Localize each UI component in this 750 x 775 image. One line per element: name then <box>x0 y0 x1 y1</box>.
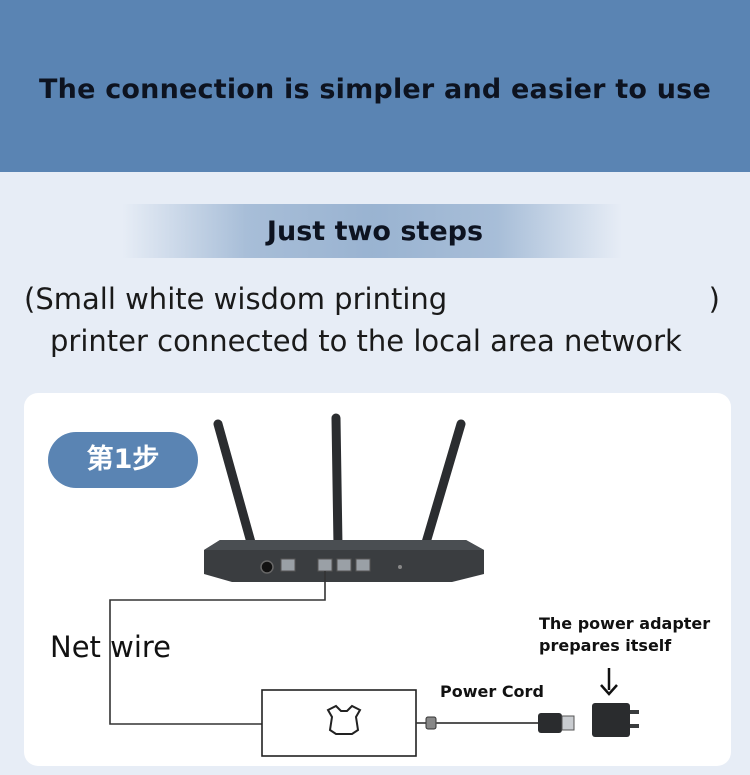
lan-port-1-icon <box>317 558 333 572</box>
steps-heading: Just two steps <box>266 216 484 247</box>
adapter-body <box>592 703 630 737</box>
description: (Small white wisdom printing ) printer c… <box>24 278 740 362</box>
header-banner <box>0 0 750 172</box>
lan-port-2-icon <box>336 558 352 572</box>
power-adapter-icon <box>592 703 639 737</box>
paren-open: ( <box>24 282 36 316</box>
network-cable <box>109 571 326 725</box>
power-jack-icon <box>260 560 274 574</box>
paren-close: ) <box>708 282 720 316</box>
usb-plug-icon <box>538 713 562 733</box>
adapter-prong-1 <box>630 710 639 714</box>
router-top <box>204 540 484 550</box>
power-adapter-label-line-1: The power adapter <box>539 614 711 633</box>
antenna-left <box>213 419 257 551</box>
cord-plug-end-icon <box>425 716 437 730</box>
description-line-1: (Small white wisdom printing ) <box>24 278 740 320</box>
power-cord-label: Power Cord <box>440 682 544 701</box>
wan-port-icon <box>280 558 296 572</box>
printer-box <box>261 689 417 757</box>
power-adapter-label: The power adapter prepares itself <box>539 613 729 657</box>
lan-port-3-icon <box>355 558 371 572</box>
router-icon <box>204 540 484 582</box>
arrow-down-icon <box>600 684 618 696</box>
step-badge: 第1步 <box>48 432 198 488</box>
net-wire-label: Net wire <box>50 630 172 664</box>
antenna-right <box>420 419 466 551</box>
description-text-1: Small white wisdom printing <box>35 282 448 316</box>
steps-heading-band <box>122 204 622 258</box>
printer-logo-icon <box>326 704 362 735</box>
page-title: The connection is simpler and easier to … <box>39 74 711 105</box>
usb-connector-icon <box>561 715 575 731</box>
adapter-prong-2 <box>630 724 639 728</box>
power-adapter-label-line-2: prepares itself <box>539 636 672 655</box>
indicator-led-icon <box>398 565 402 569</box>
router-antennas <box>213 413 466 551</box>
description-line-2: printer connected to the local area netw… <box>50 324 682 358</box>
antenna-middle <box>331 413 343 551</box>
